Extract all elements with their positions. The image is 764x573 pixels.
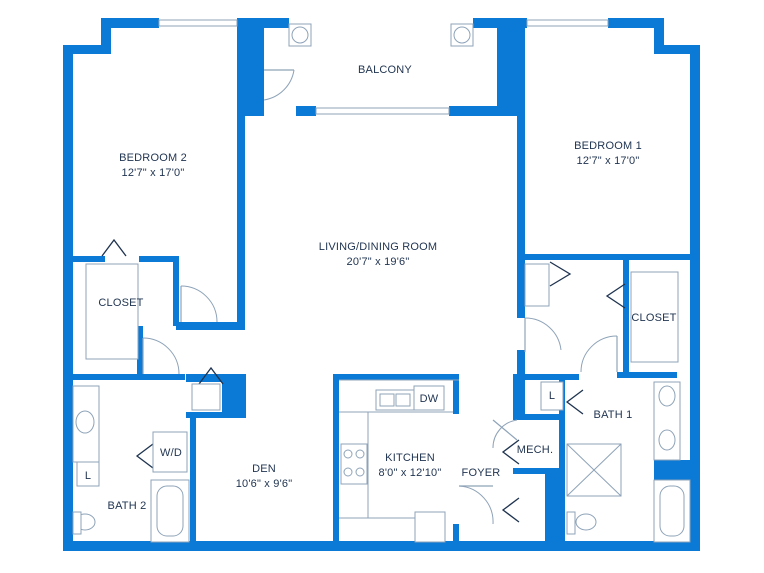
foyer-label: FOYER (462, 467, 501, 479)
living-label: LIVING/DINING ROOM (319, 241, 438, 253)
bedroom2-label: BEDROOM 2 (119, 152, 187, 164)
bath1-fixtures (540, 381, 691, 543)
linen-right-label: L (549, 390, 555, 402)
bath1-label: BATH 1 (594, 409, 633, 421)
living-size: 20'7" x 19'6" (347, 256, 410, 268)
bath2-fixtures (72, 385, 190, 543)
kitchen-size: 8'0" x 12'10" (379, 467, 442, 479)
wd-label: W/D (160, 447, 182, 459)
mech-label: MECH. (517, 444, 553, 456)
windows (158, 19, 609, 115)
kitchen-fixtures (339, 379, 459, 543)
bath2-label: BATH 2 (108, 500, 147, 512)
linen-left-label: L (85, 470, 91, 482)
balcony-label: BALCONY (358, 64, 412, 76)
bedroom2-size: 12'7" x 17'0" (122, 167, 185, 179)
den-size: 10'6" x 9'6" (236, 478, 293, 490)
bedroom1-label: BEDROOM 1 (574, 140, 642, 152)
closet-left-label: CLOSET (98, 297, 143, 309)
closet-right-label: CLOSET (631, 312, 676, 324)
kitchen-label: KITCHEN (385, 452, 435, 464)
closet-interiors (85, 263, 679, 411)
den-label: DEN (252, 463, 276, 475)
walls (63, 18, 700, 551)
room-labels: BALCONY BEDROOM 2 12'7" x 17'0" BEDROOM … (85, 64, 677, 512)
closet-markers (101, 238, 626, 523)
door-swings (142, 69, 618, 525)
dw-label: DW (420, 393, 439, 405)
bedroom1-size: 12'7" x 17'0" (577, 155, 640, 167)
planters (288, 23, 474, 47)
